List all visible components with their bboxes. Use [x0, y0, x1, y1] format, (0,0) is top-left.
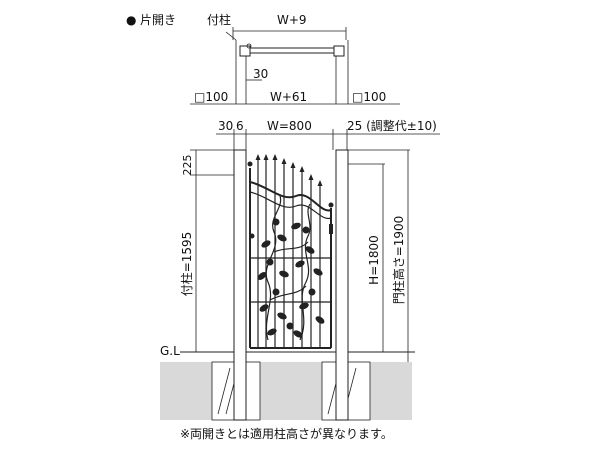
- header-title: 片開き: [140, 13, 176, 27]
- dim-gate-post: 門柱高さ=1900: [391, 216, 406, 305]
- plan-post-left: □100: [194, 90, 228, 104]
- handle-knob: [249, 233, 255, 239]
- dim-w: W=800: [267, 119, 312, 133]
- plan-width-mid: W+61: [270, 90, 307, 104]
- attached-post: [233, 149, 247, 421]
- plan-gate-leaf: [249, 47, 335, 54]
- dim-h: H=1800: [367, 235, 381, 285]
- plan-width-top: W+9: [277, 13, 307, 27]
- plan-post-right: □100: [352, 90, 386, 104]
- plan-view: 付柱 W+9 30 □100 W+61 □100: [190, 12, 400, 105]
- posts: [233, 149, 349, 421]
- rose-vine-ornament: [257, 195, 325, 341]
- foundation: [160, 361, 412, 421]
- gate-post: [335, 149, 349, 421]
- ground-label: G.L: [160, 344, 180, 358]
- latch: [329, 224, 333, 234]
- footnote: ※両開きとは適用柱高さが異なります。: [180, 426, 393, 441]
- dim-6: 6: [236, 119, 244, 133]
- plan-right-post: [333, 45, 345, 57]
- dim-225: 225: [181, 155, 194, 176]
- header-bullet: ●: [126, 13, 136, 27]
- plan-gap-label: 30: [253, 67, 268, 81]
- attached-post-label: 付柱: [207, 12, 231, 27]
- dim-attached-post: 付柱=1595: [179, 232, 194, 297]
- ground-section: [160, 362, 412, 420]
- plan-left-post: [239, 45, 251, 57]
- gate-leaf: [247, 154, 334, 349]
- dim-30: 30: [218, 119, 233, 133]
- dim-right: 25 (調整代±10): [347, 118, 437, 133]
